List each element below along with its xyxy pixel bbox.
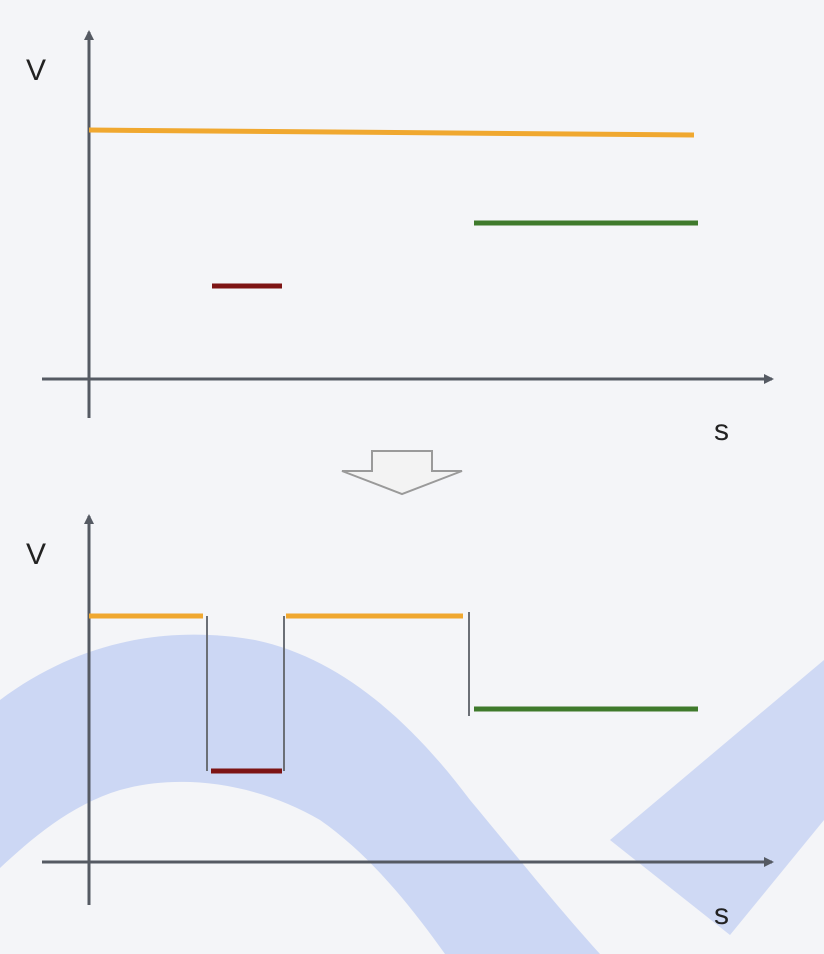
down-arrow-icon xyxy=(341,450,463,496)
top-y-axis-label: V xyxy=(26,54,47,87)
top-orange-segment xyxy=(88,127,695,138)
top-x-axis-label: s xyxy=(714,414,729,447)
top-graph xyxy=(42,30,774,418)
bottom-y-axis-label: V xyxy=(26,538,47,571)
bottom-graph xyxy=(42,514,774,905)
bottom-x-axis-label: s xyxy=(714,898,729,931)
background-wave-left xyxy=(0,634,600,954)
